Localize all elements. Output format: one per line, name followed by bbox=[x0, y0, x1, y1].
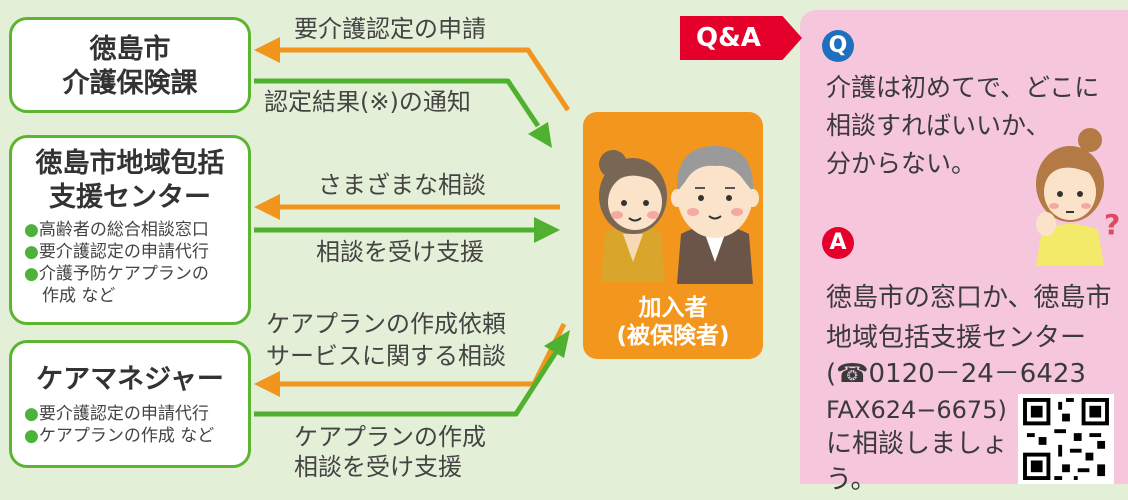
qr-code[interactable] bbox=[1018, 394, 1114, 484]
create-label-2: 相談を受け支援 bbox=[294, 453, 462, 481]
elderly-woman-icon bbox=[599, 150, 667, 282]
manager-bullet: ●要介護認定の申請代行 bbox=[24, 404, 209, 424]
consult-label: さまざまな相談 bbox=[318, 171, 486, 199]
create-arrow bbox=[254, 330, 570, 417]
answer-icon: A bbox=[822, 227, 854, 259]
city-box-title-line1: 徳島市 bbox=[89, 34, 171, 65]
bullet-dot-icon: ● bbox=[24, 264, 39, 284]
question-line: 分からない。 bbox=[826, 149, 977, 178]
support-arrow bbox=[254, 217, 560, 243]
elderly-couple-illustration bbox=[599, 146, 759, 284]
bullet-dot-icon: ● bbox=[24, 426, 39, 446]
answer-fax-line: FAX624−6675) bbox=[826, 396, 1007, 424]
answer-line: う。 bbox=[826, 465, 877, 495]
bullet-dot-icon: ● bbox=[24, 404, 39, 424]
center-bullet: ●介護予防ケアプランの bbox=[24, 264, 209, 284]
answer-line: 徳島市の窓口か、徳島市 bbox=[826, 283, 1112, 313]
answer-line: (☎0120－24－6423 bbox=[826, 359, 1086, 389]
answer-line: に相談しましょ bbox=[826, 429, 1009, 459]
center-box-title-line1: 徳島市地域包括 bbox=[35, 148, 225, 179]
confused-woman-illustration: ? bbox=[1036, 128, 1120, 266]
regional-support-center-box: 徳島市地域包括 支援センター ●高齢者の総合相談窓口 ●要介護認定の申請代行 ●… bbox=[9, 135, 251, 325]
manager-bullet: ●ケアプランの作成 など bbox=[24, 426, 215, 446]
apply-label: 要介護認定の申請 bbox=[294, 15, 486, 43]
bullet-dot-icon: ● bbox=[24, 220, 39, 240]
create-label-1: ケアプランの作成 bbox=[294, 423, 486, 451]
insured-label: 加入者 (被保険者) bbox=[583, 294, 763, 350]
svg-text:?: ? bbox=[1104, 208, 1120, 241]
bullet-dot-icon: ● bbox=[24, 242, 39, 262]
flow-arrows bbox=[254, 37, 571, 417]
elderly-man-icon bbox=[671, 146, 759, 284]
notice-label: 認定結果(※)の通知 bbox=[264, 88, 471, 116]
answer-line: 地域包括支援センター bbox=[826, 323, 1087, 353]
question-icon: Q bbox=[822, 30, 854, 62]
consult-arrow bbox=[254, 194, 560, 220]
notice-arrow bbox=[254, 78, 552, 148]
request-label-1: ケアプランの作成依頼 bbox=[266, 310, 506, 338]
qa-tag-label: Q&A bbox=[696, 23, 761, 53]
city-box-title-line2: 介護保険課 bbox=[62, 68, 198, 99]
qa-tag: Q&A bbox=[680, 16, 802, 60]
manager-box-title: ケアマネジャー bbox=[36, 364, 224, 395]
support-label: 相談を受け支援 bbox=[316, 238, 484, 266]
city-care-insurance-box: 徳島市 介護保険課 bbox=[9, 17, 251, 113]
center-box-title-line2: 支援センター bbox=[49, 182, 211, 213]
insured-label-line2: (被保険者) bbox=[616, 323, 730, 349]
request-label-2: サービスに関する相談 bbox=[266, 342, 506, 370]
center-bullet: ●高齢者の総合相談窓口 bbox=[24, 220, 209, 240]
center-bullet: ●要介護認定の申請代行 bbox=[24, 242, 209, 262]
apply-arrow bbox=[254, 37, 571, 112]
insured-persons-box: 加入者 (被保険者) bbox=[583, 112, 763, 359]
question-line: 相談すればいいか、 bbox=[826, 111, 1051, 140]
qr-code-icon bbox=[1023, 398, 1109, 480]
insured-label-line1: 加入者 bbox=[638, 295, 708, 321]
center-bullet-cont: 作成 など bbox=[42, 286, 116, 306]
care-manager-box: ケアマネジャー ●要介護認定の申請代行 ●ケアプランの作成 など bbox=[9, 340, 251, 468]
question-line: 介護は初めてで、どこに bbox=[826, 73, 1100, 102]
